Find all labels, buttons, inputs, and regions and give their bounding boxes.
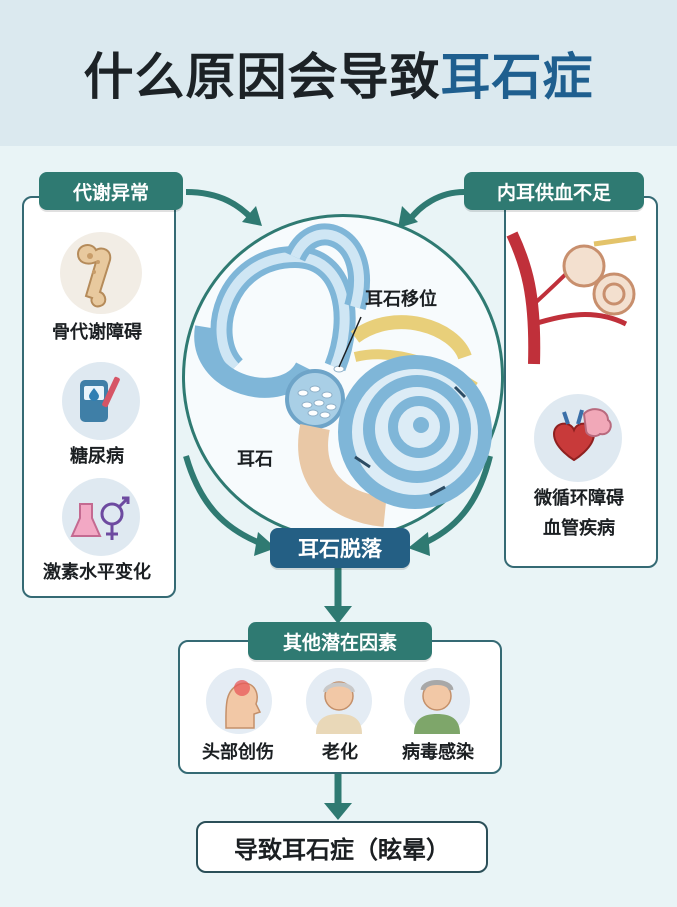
otolith-detach-label: 耳石脱落 bbox=[270, 528, 410, 568]
head-injury-icon bbox=[206, 668, 272, 734]
right-item-microcirculation: 微循环障碍 bbox=[534, 488, 624, 509]
virus-infection-icon bbox=[404, 668, 470, 734]
inner-ear-illustration: 耳石移位 耳石 bbox=[182, 214, 504, 540]
right-panel-header: 内耳供血不足 bbox=[464, 172, 644, 210]
hormone-icon bbox=[62, 478, 140, 556]
title-accent: 耳石症 bbox=[440, 48, 594, 106]
left-item-hormone: 激素水平变化 bbox=[43, 562, 151, 583]
title-prefix: 什么原因会导致 bbox=[83, 48, 441, 106]
left-panel-header: 代谢异常 bbox=[39, 172, 183, 210]
other-factors-header: 其他潜在因素 bbox=[248, 622, 432, 660]
right-item-vascular: 血管疾病 bbox=[543, 518, 615, 539]
blood-vessel-ear-illustration bbox=[506, 214, 652, 374]
otolith-displacement-label: 耳石移位 bbox=[365, 289, 437, 310]
elderly-icon bbox=[306, 668, 372, 734]
other-item-head-trauma: 头部创伤 bbox=[202, 742, 274, 763]
glucose-meter-icon bbox=[62, 362, 140, 440]
final-result: 导致耳石症（眩晕） bbox=[196, 821, 488, 873]
other-item-virus: 病毒感染 bbox=[402, 742, 474, 763]
otolith-label: 耳石 bbox=[237, 449, 273, 470]
heart-brain-icon bbox=[534, 394, 622, 482]
left-item-diabetes: 糖尿病 bbox=[70, 446, 124, 467]
other-item-aging: 老化 bbox=[322, 742, 358, 763]
bone-icon bbox=[60, 232, 142, 314]
left-item-bone: 骨代谢障碍 bbox=[52, 322, 142, 343]
page-title: 什么原因会导致耳石症 bbox=[0, 0, 677, 146]
